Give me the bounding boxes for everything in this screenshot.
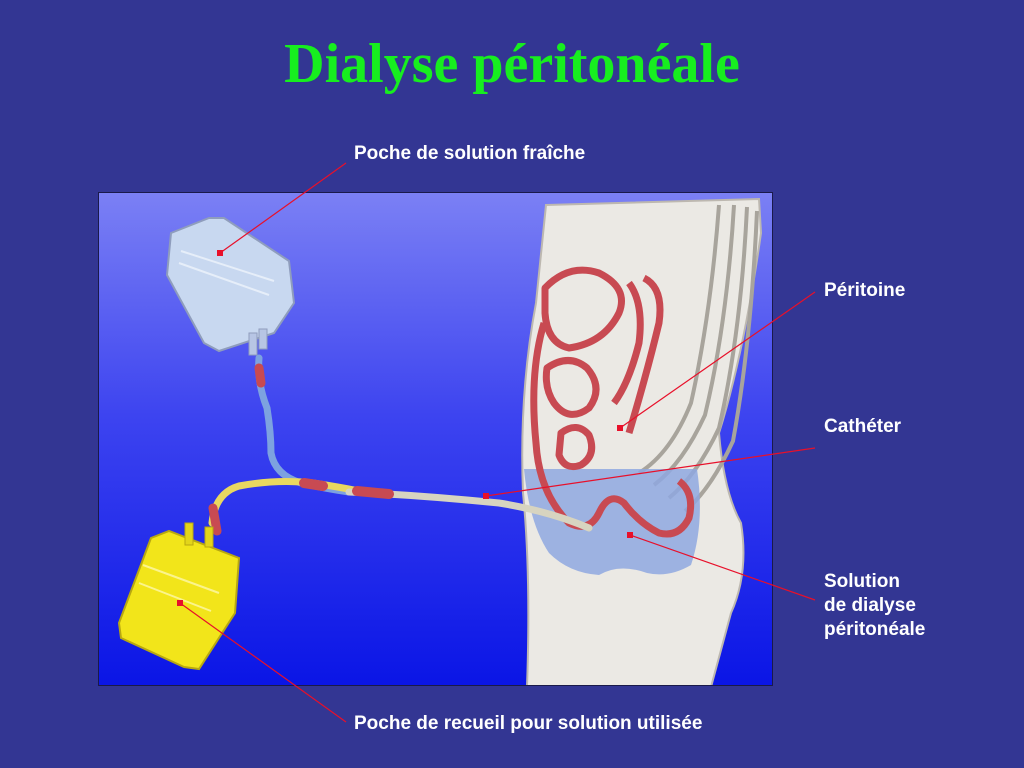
peritoneal-dialysis-illustration [99,193,772,685]
peritoneum-outline [530,266,695,538]
label-dialysis-solution: Solution de dialyse péritonéale [824,570,925,642]
page-title: Dialyse péritonéale [284,33,740,95]
marker-catheter [483,493,489,499]
label-collection-bag: Poche de recueil pour solution utilisée [354,713,703,734]
label-solution-line-2: de dialyse [824,595,916,616]
label-fresh-solution-bag: Poche de solution fraîche [354,143,586,164]
dialysate-fluid [524,469,700,575]
marker-collection-bag [177,600,183,606]
leader-line-peritoneum [619,291,816,429]
label-solution-line-1: Solution [824,571,900,592]
abdomen-section [521,197,763,685]
marker-fresh-bag [217,250,223,256]
fresh-solution-bag [165,217,296,356]
leader-line-collection-bag [179,602,347,723]
marker-solution [627,532,633,538]
leader-line-fresh-bag [219,162,347,254]
tubing [208,354,593,536]
illustration-panel [98,192,773,686]
leader-line-solution [629,534,816,601]
marker-peritoneum [617,425,623,431]
label-catheter: Cathéter [824,416,902,437]
label-peritoneum: Péritoine [824,280,906,301]
leader-line-catheter [485,447,816,497]
label-solution-line-3: péritonéale [824,619,926,640]
